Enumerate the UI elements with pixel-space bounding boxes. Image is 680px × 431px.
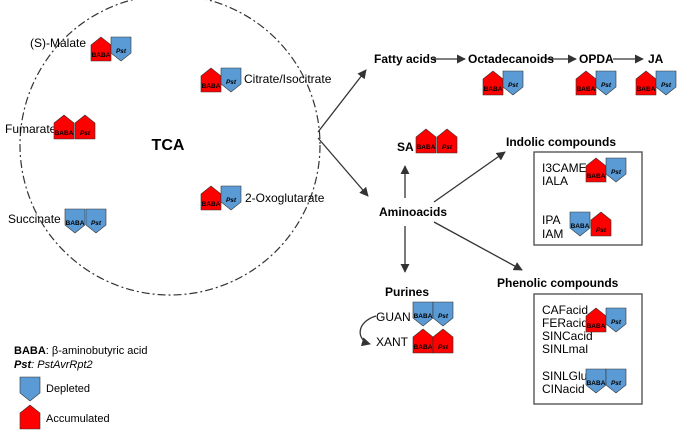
indolic-item: IPA [542, 213, 560, 227]
tca-cycle-boundary [19, 0, 321, 296]
legend-pst-key: Pst [14, 359, 32, 371]
phenolic-item: SINCacid [542, 329, 593, 343]
legend-baba-line: BABA: β-aminobutyric acid [14, 345, 147, 357]
label-aminoacids: Aminoacids [379, 205, 447, 219]
arrow-aminoacids-to-indolic [433, 151, 506, 203]
tag-baba: BABA [587, 323, 606, 330]
phenolic-item: FERacid [542, 316, 588, 330]
tag-pst: Pst [438, 313, 449, 320]
marker-pair-ipa-iam: BABA Pst [569, 211, 612, 237]
legend-pst-line: Pst: PstAvrRpt2 [14, 359, 93, 371]
tag-baba: BABA [587, 173, 606, 180]
marker-pair-ja: BABA Pst [635, 70, 677, 96]
tag-baba: BABA [414, 313, 433, 320]
legend-baba-key: BABA [14, 345, 46, 357]
label-malate: (S)-Malate [30, 36, 86, 50]
label-fumarate: Fumarate [5, 122, 57, 136]
tag-baba: BABA [637, 86, 656, 93]
tca-title: TCA [152, 137, 185, 154]
tag-baba: BABA [66, 220, 85, 227]
arrow-tca-to-fatty-acids [317, 69, 367, 133]
marker-pair-succinate: BABA Pst [64, 208, 107, 234]
label-sa: SA [397, 140, 414, 154]
legend-depleted-label: Depleted [46, 383, 90, 395]
tag-pst: Pst [438, 344, 449, 351]
marker-pair-xant: BABA Pst [412, 328, 454, 354]
tag-pst: Pst [226, 197, 237, 204]
tag-pst: Pst [80, 130, 91, 137]
tag-pst: Pst [442, 144, 453, 151]
depleted-icon [19, 376, 41, 402]
tag-pst: Pst [508, 82, 519, 89]
marker-pair-oxoglutarate: BABA Pst [200, 185, 242, 211]
label-purines: Purines [385, 285, 429, 299]
indolic-compounds-title: Indolic compounds [506, 135, 616, 149]
legend-baba-desc: : β-aminobutyric acid [46, 345, 148, 357]
label-ja: JA [648, 52, 664, 66]
tag-baba: BABA [484, 86, 503, 93]
arrow-tca-to-aminoacids [317, 137, 369, 197]
tag-baba: BABA [202, 201, 221, 208]
marker-pair-citrate: BABA Pst [200, 67, 242, 93]
tag-baba: BABA [92, 52, 111, 59]
label-oxoglutarate: 2-Oxoglutarate [245, 191, 325, 205]
marker-pair-cafacid-group: BABA Pst [585, 307, 627, 333]
tag-pst: Pst [611, 169, 622, 176]
accumulated-icon [19, 404, 41, 430]
marker-pair-sinlglu-group: BABA Pst [585, 368, 627, 394]
phenolic-item: CAFacid [542, 303, 588, 317]
tag-pst: Pst [611, 380, 622, 387]
tag-baba: BABA [577, 86, 596, 93]
tag-baba: BABA [417, 144, 436, 151]
marker-pair-sa: BABA Pst [415, 128, 458, 154]
tag-baba: BABA [571, 223, 590, 230]
indolic-item: IALA [542, 174, 568, 188]
tag-pst: Pst [661, 82, 672, 89]
label-opda: OPDA [579, 52, 614, 66]
tag-baba: BABA [587, 380, 606, 387]
tag-pst: Pst [601, 82, 612, 89]
tag-baba: BABA [202, 83, 221, 90]
indolic-item: I3CAME [542, 161, 587, 175]
arrow-guan-xant-cycle [359, 315, 377, 347]
label-xant: XANT [376, 335, 409, 349]
marker-pair-fumarate: BABA Pst [53, 114, 96, 140]
tag-pst: Pst [116, 48, 127, 55]
phenolic-item: SINLmal [542, 342, 588, 356]
label-citrate: Citrate/Isocitrate [244, 72, 332, 86]
legend-accumulated-label: Accumulated [46, 413, 110, 425]
indolic-compounds-box [533, 151, 643, 246]
arrow-aminoacids-to-phenolic [433, 221, 523, 271]
tag-baba: BABA [55, 130, 74, 137]
legend: BABA: β-aminobutyric acid Pst: PstAvrRpt… [14, 345, 147, 430]
label-octadecanoids: Octadecanoids [468, 52, 554, 66]
phenolic-item: SINLGlu [542, 369, 587, 383]
marker-pair-i3came-iala: BABA Pst [585, 157, 627, 183]
pathway-arrows [317, 54, 644, 347]
tag-baba: BABA [414, 344, 433, 351]
marker-pair-guan: BABA Pst [412, 301, 454, 327]
tag-pst: Pst [226, 79, 237, 86]
marker-pair-octadecanoids: BABA Pst [482, 70, 524, 96]
phenolic-compounds-title: Phenolic compounds [497, 276, 619, 290]
label-guan: GUAN [376, 310, 411, 324]
marker-pair-malate: BABA Pst [90, 36, 132, 62]
phenolic-item: CINacid [542, 382, 585, 396]
tag-pst: Pst [596, 227, 607, 234]
label-succinate: Succinate [8, 212, 61, 226]
marker-pair-opda: BABA Pst [575, 70, 617, 96]
legend-pst-desc: : PstAvrRpt2 [31, 359, 93, 371]
indolic-item: IAM [542, 227, 563, 241]
tag-pst: Pst [91, 220, 102, 227]
tag-pst: Pst [611, 319, 622, 326]
label-fatty-acids: Fatty acids [374, 52, 437, 66]
phenolic-compounds-box [533, 293, 643, 405]
